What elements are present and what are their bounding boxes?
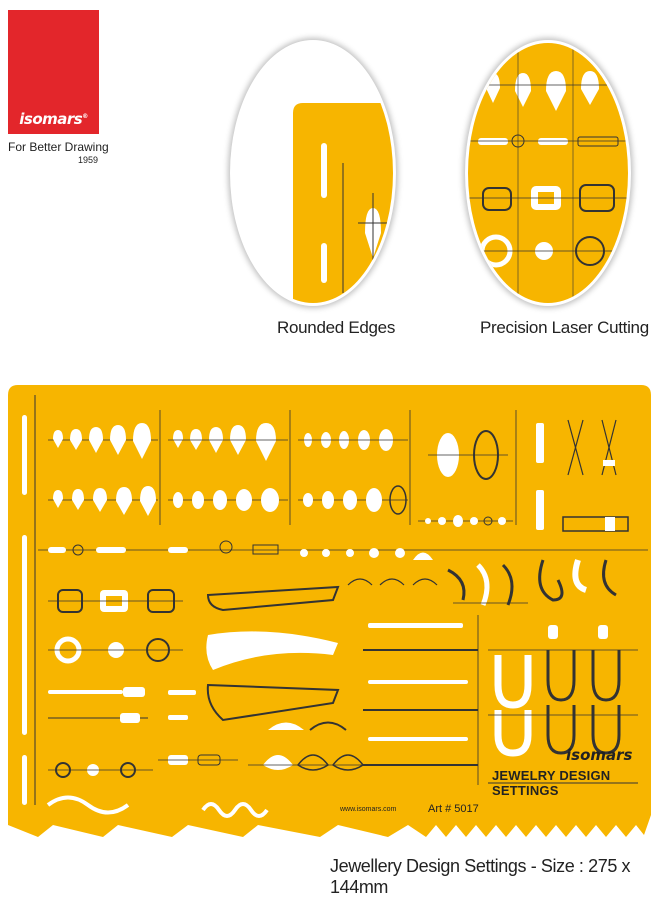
- footer-size-caption: Jewellery Design Settings - Size : 275 x…: [330, 856, 631, 897]
- stencil-product-label: JEWELRY DESIGN SETTINGS: [492, 768, 611, 798]
- stencil-image: [8, 385, 651, 845]
- logo-wordmark: isomars®: [19, 110, 88, 128]
- brand-year: 1959: [78, 155, 99, 165]
- stencil-website: www.isomars.com: [340, 806, 397, 813]
- stencil-art-number: Art # 5017: [428, 803, 479, 815]
- brand-logo: isomars®: [8, 10, 99, 134]
- brand-tagline: For Better Drawing: [8, 140, 109, 154]
- detail-rounded-edges-image: [230, 40, 396, 306]
- stencil-brand-mark: isomars: [566, 746, 633, 764]
- detail-caption-laser-cutting: Precision Laser Cutting: [480, 318, 649, 337]
- detail-laser-cutting-image: [465, 40, 631, 306]
- detail-caption-rounded-edges: Rounded Edges: [277, 318, 396, 337]
